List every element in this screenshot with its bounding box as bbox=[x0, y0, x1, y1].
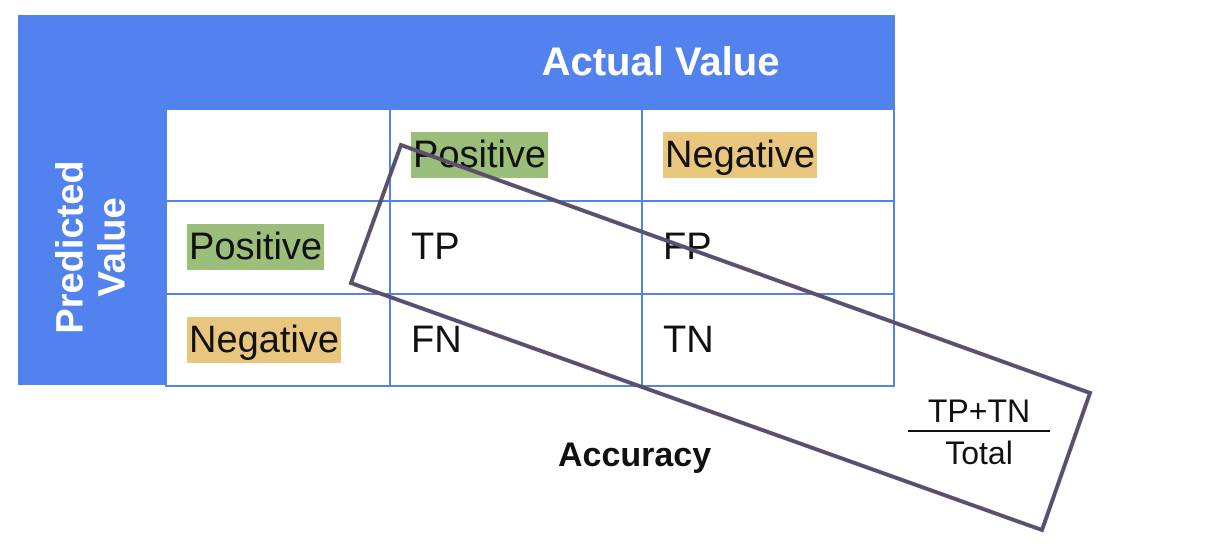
corner-cell bbox=[165, 108, 391, 202]
cell-fp: FP bbox=[641, 200, 895, 295]
header-bar: Actual Value bbox=[18, 15, 895, 109]
cell-tp: TP bbox=[389, 200, 643, 295]
column-header-negative: Negative bbox=[641, 108, 895, 202]
column-negative-label: Negative bbox=[663, 131, 817, 178]
predicted-value-label-wrap: Predicted Value bbox=[18, 109, 165, 385]
formula-numerator: TP+TN bbox=[927, 393, 1031, 429]
accuracy-formula: TP+TN Total bbox=[908, 392, 1050, 472]
fp-text: FP bbox=[663, 226, 712, 268]
predicted-value-line1: Predicted bbox=[49, 160, 92, 334]
column-header-positive: Positive bbox=[389, 108, 643, 202]
row-positive-label: Positive bbox=[187, 224, 325, 270]
side-bar: Predicted Value bbox=[18, 109, 165, 385]
formula-denominator: Total bbox=[945, 435, 1013, 471]
column-positive-label: Positive bbox=[411, 131, 549, 178]
tn-text: TN bbox=[663, 318, 714, 361]
row-header-negative: Negative bbox=[165, 293, 391, 387]
row-negative-label: Negative bbox=[187, 316, 341, 363]
accuracy-label: Accuracy bbox=[558, 436, 712, 474]
predicted-value-title: Predicted Value bbox=[50, 160, 134, 333]
cell-tn: TN bbox=[641, 293, 895, 387]
cell-fn: FN bbox=[389, 293, 643, 387]
formula-fraction-bar bbox=[908, 430, 1050, 432]
predicted-value-line2: Value bbox=[91, 197, 134, 297]
actual-value-title: Actual Value bbox=[541, 39, 780, 84]
tp-text: TP bbox=[411, 226, 460, 268]
row-header-positive: Positive bbox=[165, 200, 391, 295]
fn-text: FN bbox=[411, 318, 462, 361]
